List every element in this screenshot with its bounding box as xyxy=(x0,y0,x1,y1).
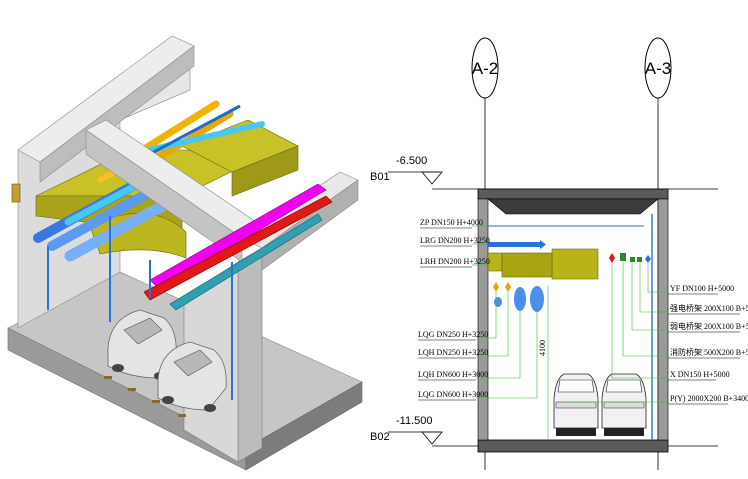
base-slab-right xyxy=(245,381,363,471)
tray-strong xyxy=(620,253,626,261)
duct-section-left xyxy=(487,252,503,272)
pipe-lrg xyxy=(488,242,540,247)
label-lqh-600: LQH DN600 H+3000 xyxy=(418,370,488,379)
label-fire-tray: 消防桥架 500X200 B+5700 xyxy=(670,347,748,357)
tray-teal xyxy=(169,213,323,311)
label-py: P(Y) 2000X200 B+3400 xyxy=(670,394,748,403)
pipe-blue-3 xyxy=(64,198,172,262)
level-b02-elev: -11.500 xyxy=(396,415,433,427)
level-b01-elev: -6.500 xyxy=(396,155,427,167)
tray-red xyxy=(143,195,333,301)
pipe-blue-2 xyxy=(47,185,159,251)
pipe-lqh-small-b xyxy=(494,297,502,307)
section-car-1 xyxy=(553,373,599,436)
label-zp: ZP DN150 H+4000 xyxy=(420,218,483,227)
isometric-model xyxy=(7,35,363,471)
label-lrh: LRH DN200 H+3250 xyxy=(420,257,490,266)
section-car-2 xyxy=(601,373,647,436)
pipe-lqg-small xyxy=(493,282,499,292)
tray-fire xyxy=(609,253,615,263)
section-drawing: A-2 A-3 B01 -6.500 B02 -11.500 xyxy=(370,37,748,470)
left-leaders xyxy=(472,225,538,399)
ceiling-beam xyxy=(487,198,659,215)
level-b01-name: B01 xyxy=(370,171,390,183)
dimension-label: 4100 xyxy=(538,340,547,356)
axis-label-a3: A-3 xyxy=(645,59,671,78)
top-slab xyxy=(477,188,669,200)
parking-stops xyxy=(104,376,186,417)
wall-bracket xyxy=(11,183,21,203)
duct-upper-front xyxy=(231,145,299,197)
right-label-rules xyxy=(668,293,740,405)
pipe-lqh-small xyxy=(505,282,511,292)
pipe-lqg-large xyxy=(530,286,544,312)
label-lqg-250: LQG DN250 H+3250 xyxy=(418,330,488,339)
tray-weak-2 xyxy=(637,257,642,262)
label-x: X DN150 H+5000 xyxy=(670,370,730,379)
pipe-y xyxy=(645,255,651,263)
axis-label-a2: A-2 xyxy=(472,59,498,78)
label-strong-tray: 强电桥架 200X100 B+5700 xyxy=(670,303,748,313)
pipe-lrg-arrow xyxy=(540,240,546,249)
label-lqh-250: LQH DN250 H+3250 xyxy=(418,348,488,357)
level-b01-triangle xyxy=(421,171,443,185)
bottom-slab xyxy=(477,439,669,453)
car-2 xyxy=(157,341,227,412)
left-label-rules xyxy=(418,227,476,401)
duct-section-main xyxy=(551,248,599,280)
level-b02-triangle xyxy=(421,431,443,445)
right-leaders xyxy=(566,261,668,403)
front-column xyxy=(237,247,263,463)
pipe-lqh-large xyxy=(514,287,526,311)
back-beam-front xyxy=(39,45,195,183)
tray-weak-1 xyxy=(630,257,635,262)
label-yf: YF DN100 H+5000 xyxy=(670,284,734,293)
duct-section-mid xyxy=(501,252,553,278)
level-b02-name: B02 xyxy=(370,431,390,443)
right-wall xyxy=(657,198,669,441)
label-weak-tray: 弱电桥架 200X100 B+5700 xyxy=(670,321,748,331)
label-lrg: LRG DN200 H+3250 xyxy=(420,236,490,245)
duct-curve xyxy=(89,213,187,259)
label-lqg-600: LQG DN600 H+3000 xyxy=(418,390,488,399)
left-wall xyxy=(477,198,489,441)
car-1 xyxy=(107,309,177,380)
